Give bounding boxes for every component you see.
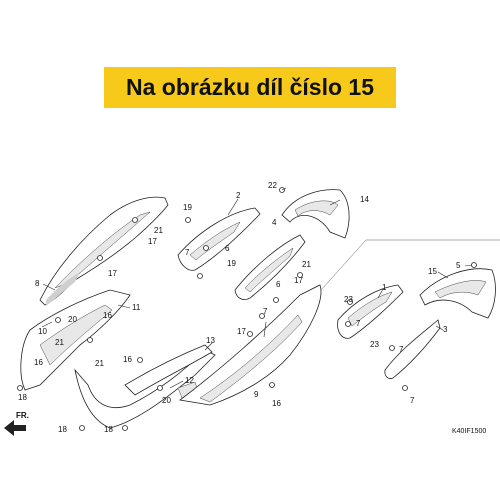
callout-9: 9 [254, 390, 259, 399]
callouts: 2 22 14 19 21 17 17 6 7 4 19 21 17 6 7 1… [18, 181, 461, 434]
part-1-rear-grab-rail [337, 284, 404, 339]
callout-6b: 6 [276, 280, 281, 289]
callout-7b: 7 [263, 307, 268, 316]
callout-20b: 20 [162, 396, 171, 405]
callout-8: 8 [35, 279, 40, 288]
subgroup-frame [311, 239, 500, 301]
fasteners [17, 187, 477, 431]
callout-21b: 21 [302, 260, 311, 269]
callout-17d: 17 [237, 327, 246, 336]
callout-14: 14 [360, 195, 369, 204]
callout-3: 3 [443, 325, 448, 334]
part-14-rear-cap [281, 189, 350, 239]
callout-16a: 16 [103, 311, 112, 320]
callout-21a: 21 [154, 226, 163, 235]
callout-7e: 7 [410, 396, 415, 405]
part-12-lower-panel [124, 344, 213, 399]
callout-7c: 7 [356, 319, 361, 328]
callout-7d: 7 [399, 345, 404, 354]
callout-19a: 19 [183, 203, 192, 212]
callout-18a: 18 [18, 393, 27, 402]
callout-19b: 19 [227, 259, 236, 268]
callout-13: 13 [206, 336, 215, 345]
callout-16d: 16 [34, 358, 43, 367]
callout-1: 1 [382, 283, 387, 292]
callout-10: 10 [38, 327, 47, 336]
callout-12: 12 [185, 376, 194, 385]
callout-11: 11 [132, 303, 141, 312]
front-direction-arrow: FR. [4, 411, 29, 436]
banner-text: Na obrázku díl číslo 15 [126, 74, 374, 100]
callout-18b: 18 [58, 425, 67, 434]
part-3-side-rail [384, 319, 441, 379]
callout-21d: 21 [95, 359, 104, 368]
callout-2: 2 [236, 191, 241, 200]
diagram-code: K40IF1500 [452, 428, 486, 435]
callout-20a: 20 [68, 315, 77, 324]
callout-15: 15 [428, 267, 437, 276]
callout-16c: 16 [272, 399, 281, 408]
callout-17c: 17 [294, 276, 303, 285]
callout-23b: 23 [370, 340, 379, 349]
callout-18c: 18 [104, 425, 113, 434]
callout-4: 4 [272, 218, 277, 227]
callout-16b: 16 [123, 355, 132, 364]
callout-6a: 6 [225, 244, 230, 253]
callout-21c: 21 [55, 338, 64, 347]
part-13-step-rail [74, 349, 216, 429]
part-15-rear-cover [419, 268, 496, 319]
callout-7a: 7 [185, 248, 190, 257]
callout-23a: 23 [344, 295, 353, 304]
part-8-side-cover [39, 196, 169, 306]
part-2-grab-rail [177, 207, 261, 271]
part-4-side-rail [234, 234, 306, 300]
part-11-inner-cover [20, 289, 131, 391]
callout-17b: 17 [108, 269, 117, 278]
front-label: FR. [16, 411, 29, 420]
part-9-body-cover [179, 284, 322, 406]
callout-22: 22 [268, 181, 277, 190]
callout-5: 5 [456, 261, 461, 270]
part-number-banner: Na obrázku díl číslo 15 [104, 67, 396, 108]
leader-lines [41, 187, 473, 389]
callout-17a: 17 [148, 237, 157, 246]
